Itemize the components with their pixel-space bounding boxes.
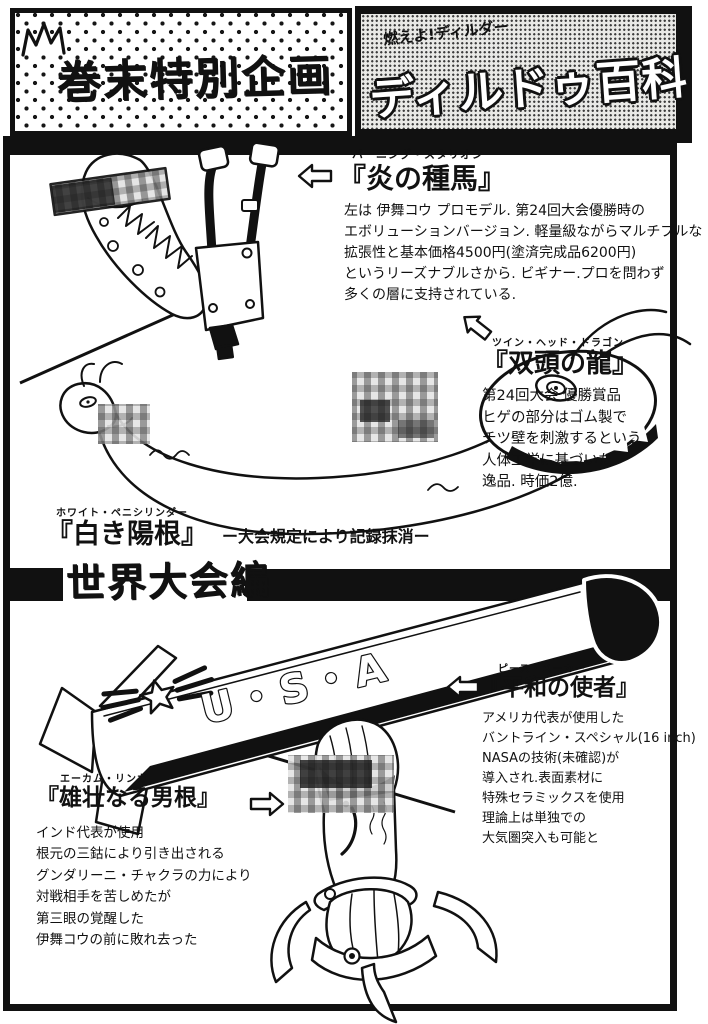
body-line: アメリカ代表が使用した [482, 710, 625, 726]
header-left-title: 巻末特別企画 [56, 50, 334, 109]
header-right-box: 燃えよ!ディルダー ディルドゥ百科 [355, 6, 692, 143]
body-line: 第三眼の覚醒した [36, 910, 144, 927]
title-burning-stallion: 『炎の種馬』 [338, 162, 507, 195]
body-line: 理論上は単独での [482, 810, 587, 826]
section-twin-dragon: ツイン・ヘッド・ドラゴン 『双頭の龍』 第24回大会 優勝賞品 ヒゲの部分はゴム… [482, 334, 677, 494]
body-line: チツ壁を刺激するという [482, 431, 642, 448]
body-line: 人体工学に基づいた [482, 452, 613, 469]
title-ekam-linga: 『雄壮なる男根』 [36, 785, 220, 811]
body-line: バントライン・スペシャル(16 inch) [482, 730, 696, 746]
header-right-subtitle: 燃えよ!ディルダー [382, 17, 510, 49]
ruby-twin-dragon: ツイン・ヘッド・ドラゴン [492, 338, 624, 349]
body-line: 根元の三鈷により引き出される [36, 846, 225, 863]
header-right-title: ディルドゥ百科 [367, 50, 690, 127]
body-line: 導入され.表面素材に [482, 770, 604, 786]
body-line: 第24回大会 優勝賞品 [482, 388, 622, 405]
body-line: というリーズナブルさから. ビギナー.プロを問わず [344, 265, 665, 282]
header-left-box: 巻末特別企画 [10, 8, 352, 136]
ruby-ekam-linga: エーカム・リンガ [60, 774, 148, 785]
body-line: グンダリーニ・チャクラの力により [36, 867, 252, 884]
body-line: インド代表が使用 [36, 824, 144, 841]
ruby-peace-maker: ピース・メーカー [498, 664, 586, 675]
section-ekam-linga: エーカム・リンガ 『雄壮なる男根』 インド代表が使用 根元の三鈷により引き出され… [36, 770, 286, 951]
body-line: 逸品. 時価2億. [482, 474, 578, 491]
ruby-burning-stallion: バーニング・スタリオン [352, 148, 484, 161]
body-line: 多くの層に支持されている. [344, 286, 517, 303]
body-line: NASAの技術(未確認)が [482, 750, 620, 766]
banner-title: 世界大会編 [65, 558, 272, 607]
banner-left-bar [3, 568, 63, 601]
title-white-penis: 『白き陽根』 [46, 519, 208, 550]
body-line: エボリューションバージョン. 軽量級ながらマルチプルな [344, 223, 703, 240]
note-record-erased: ー大会規定により記録抹消ー [222, 527, 430, 547]
section-white-penis: ホワイト・ペニシリンダー 『白き陽根』 ー大会規定により記録抹消ー [46, 504, 430, 551]
section-burning-stallion: バーニング・スタリオン 『炎の種馬』 左は 伊舞コウ プロモデル. 第24回大会… [338, 146, 703, 306]
body-line: 左は 伊舞コウ プロモデル. 第24回大会優勝時の [344, 202, 646, 219]
body-line: 拡張性と基本価格4500円(塗済完成品6200円) [344, 244, 637, 261]
crown-doodle-icon [21, 22, 66, 57]
body-line: 特殊セラミックスを使用 [482, 790, 625, 806]
banner-right-bar [247, 569, 676, 601]
body-line: 大気圏突入も可能と [482, 830, 600, 846]
title-twin-dragon: 『双頭の龍』 [482, 349, 639, 379]
section-peace-maker: ピース・メーカー 『平和の使者』 アメリカ代表が使用した バントライン・スペシャ… [478, 660, 696, 849]
title-peace-maker: 『平和の使者』 [478, 675, 639, 701]
ruby-white-penis: ホワイト・ペニシリンダー [56, 508, 188, 519]
body-line: 伊舞コウの前に敗れ去った [36, 932, 198, 949]
body-line: ヒゲの部分はゴム製で [482, 409, 627, 426]
body-line: 対戦相手を苦しめたが [36, 889, 171, 906]
